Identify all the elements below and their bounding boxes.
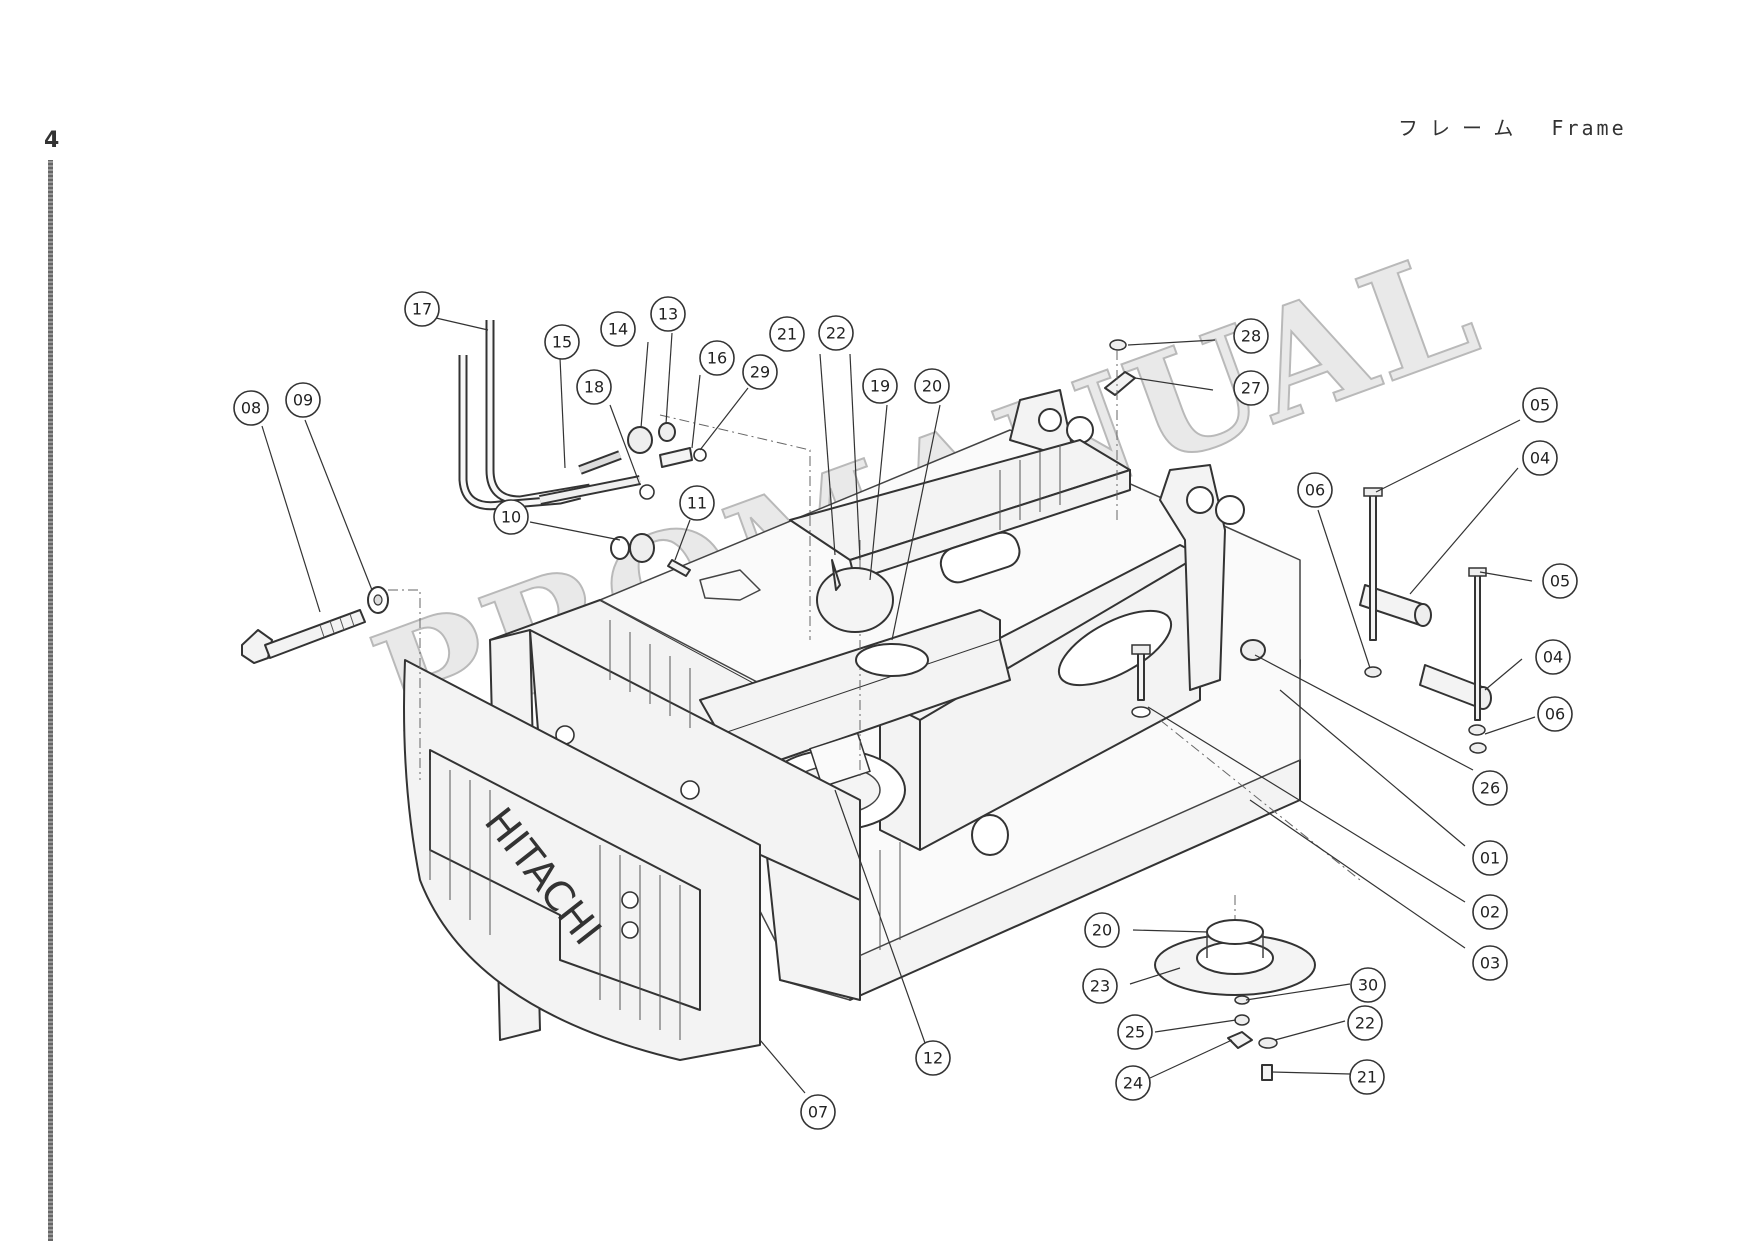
svg-text:30: 30 [1358,976,1378,995]
svg-text:16: 16 [707,349,727,368]
page-title-japanese: フレーム [1398,116,1526,140]
flange-23 [1154,919,1316,996]
bolt-08 [241,609,366,664]
svg-text:05: 05 [1550,572,1570,591]
svg-text:07: 07 [808,1103,828,1122]
callout-07: 07 [800,1094,836,1130]
callout-05-lower: 05 [1542,563,1578,599]
callout-20-lower: 20 [1084,912,1120,948]
callout-25: 25 [1117,1014,1153,1050]
svg-text:27: 27 [1241,379,1261,398]
svg-text:25: 25 [1125,1023,1145,1042]
svg-text:04: 04 [1543,648,1563,667]
callout-10: 10 [493,499,529,535]
svg-text:20: 20 [922,377,942,396]
callout-24: 24 [1115,1065,1151,1101]
svg-text:26: 26 [1480,779,1500,798]
callout-18: 18 [576,369,612,405]
frame-assembly: HITACHI [388,389,1361,1061]
callout-08: 08 [233,390,269,426]
svg-text:14: 14 [608,320,628,339]
svg-text:22: 22 [826,324,846,343]
callout-09: 09 [285,382,321,418]
callout-01: 01 [1472,840,1508,876]
page-title: フレーム Frame [1398,112,1627,141]
svg-text:11: 11 [687,494,707,513]
svg-text:01: 01 [1480,849,1500,868]
callout-22-lower: 22 [1347,1005,1383,1041]
callout-21-upper: 21 [769,316,805,352]
svg-text:04: 04 [1530,449,1550,468]
callout-04-lower: 04 [1535,639,1571,675]
svg-text:03: 03 [1480,954,1500,973]
svg-text:18: 18 [584,378,604,397]
svg-text:02: 02 [1480,903,1500,922]
callout-02: 02 [1472,894,1508,930]
callout-16: 16 [699,340,735,376]
svg-text:17: 17 [412,300,432,319]
callout-13: 13 [650,296,686,332]
callout-15: 15 [544,324,580,360]
svg-text:06: 06 [1545,705,1565,724]
callout-27: 27 [1233,370,1269,406]
callout-28: 28 [1233,318,1269,354]
svg-text:24: 24 [1123,1074,1143,1093]
svg-text:21: 21 [1357,1068,1377,1087]
callout-04-upper: 04 [1522,440,1558,476]
callout-12: 12 [915,1040,951,1076]
svg-text:19: 19 [870,377,890,396]
callout-06-upper: 06 [1297,472,1333,508]
callout-29: 29 [742,354,778,390]
counterweight: HITACHI [403,659,761,1061]
callouts: 01 02 03 04 04 05 05 06 06 07 08 09 10 1… [233,291,1578,1130]
callout-22-upper: 22 [818,315,854,351]
svg-text:23: 23 [1090,977,1110,996]
leader-lines [261,317,1536,1094]
svg-text:10: 10 [501,508,521,527]
svg-text:28: 28 [1241,327,1261,346]
callout-06-lower: 06 [1537,696,1573,732]
svg-text:08: 08 [241,399,261,418]
svg-text:06: 06 [1305,481,1325,500]
callout-03: 03 [1472,945,1508,981]
callout-20-upper: 20 [914,368,950,404]
page-number: 4 [44,128,60,153]
svg-text:13: 13 [658,305,678,324]
svg-text:12: 12 [923,1049,943,1068]
svg-text:29: 29 [750,363,770,382]
callout-30: 30 [1350,967,1386,1003]
callout-11: 11 [679,485,715,521]
callout-21-lower: 21 [1349,1059,1385,1095]
svg-text:15: 15 [552,333,572,352]
washer-09 [367,586,389,614]
svg-text:20: 20 [1092,921,1112,940]
svg-text:21: 21 [777,325,797,344]
svg-text:22: 22 [1355,1014,1375,1033]
page-title-english: Frame [1551,116,1627,140]
svg-text:05: 05 [1530,396,1550,415]
svg-text:09: 09 [293,391,313,410]
callout-17: 17 [404,291,440,327]
callout-23: 23 [1082,968,1118,1004]
callout-05-upper: 05 [1522,387,1558,423]
callout-19: 19 [862,368,898,404]
callout-26: 26 [1472,770,1508,806]
callout-14: 14 [600,311,636,347]
binding-edge [48,160,53,1241]
